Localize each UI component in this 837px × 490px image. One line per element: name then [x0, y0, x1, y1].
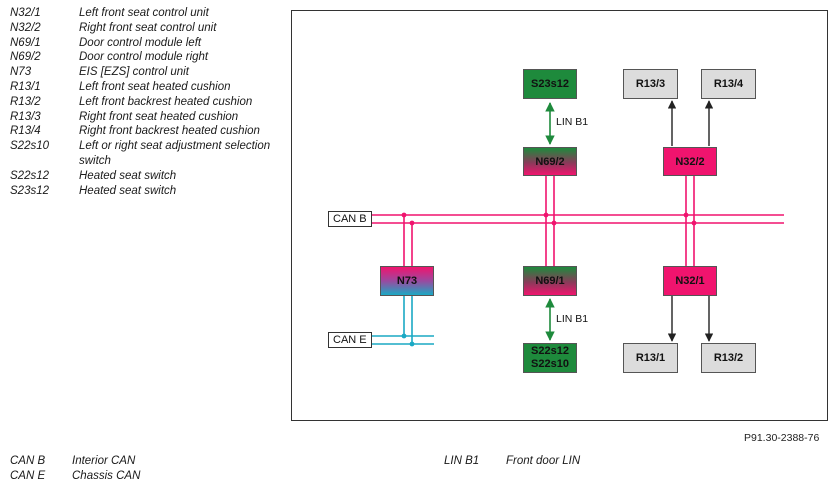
legend-desc: EIS [EZS] control unit — [79, 66, 189, 79]
legend-code: N69/1 — [10, 36, 41, 49]
legend-code: R13/3 — [10, 110, 41, 123]
legend-code: S23s12 — [10, 184, 50, 197]
can-e-label: CAN E — [328, 332, 372, 348]
legend-desc: Heated seat switch — [79, 184, 177, 197]
footnote-desc: Interior CAN — [72, 455, 136, 467]
legend-code: S22s12 — [10, 169, 50, 182]
legend-code: S22s10 — [10, 140, 50, 153]
footnote-code: LIN B1 — [444, 455, 480, 467]
legend-row: R13/1 Left front seat heated cushion — [10, 80, 275, 95]
legend-desc: Left front seat heated cushion — [79, 80, 231, 93]
legend-desc: Door control module right — [79, 51, 209, 64]
diagram-wiring — [328, 100, 784, 347]
legend-desc: Left front seat control unit — [79, 7, 209, 19]
footnote-desc: Chassis CAN — [72, 470, 141, 482]
footnote-row: CAN E Chassis CAN — [10, 469, 140, 484]
legend-code: N69/2 — [10, 51, 41, 64]
node-s22s12-label: S22s12 — [531, 345, 569, 357]
node-n32-1: N32/1 — [663, 266, 717, 296]
node-s22s12-s22s10: S22s12 S22s10 — [523, 343, 577, 373]
legend-code: N32/2 — [10, 21, 41, 34]
legend-row: R13/3 Right front seat heated cushion — [10, 110, 275, 125]
node-r13-1: R13/1 — [623, 343, 678, 373]
can-b-label: CAN B — [328, 211, 372, 227]
legend-desc: Door control module left — [79, 36, 202, 49]
node-n69-2: N69/2 — [523, 147, 577, 176]
footnotes-left: CAN B Interior CAN CAN E Chassis CAN — [10, 454, 140, 484]
footnote-code: CAN B — [10, 455, 46, 467]
legend-code: R13/2 — [10, 95, 41, 108]
network-diagram: CAN B CAN E LIN B1 LIN B1 S23s12 N69/2 N… — [291, 10, 828, 421]
node-r13-3: R13/3 — [623, 69, 678, 99]
legend-desc: Heated seat switch — [79, 169, 177, 182]
node-n69-1: N69/1 — [523, 266, 577, 296]
legend-desc: Left front backrest heated cushion — [79, 95, 253, 108]
legend-row: S23s12 Heated seat switch — [10, 184, 275, 199]
footnote-code: CAN E — [10, 470, 46, 482]
legend-row: N69/1 Door control module left — [10, 36, 275, 51]
legend-row: N73 EIS [EZS] control unit — [10, 65, 275, 80]
lin-b1-label-lower: LIN B1 — [556, 313, 589, 325]
bus-junctions — [401, 212, 697, 347]
n73-can-e-links — [403, 296, 413, 344]
node-r13-4: R13/4 — [701, 69, 756, 99]
lin-b1-label-upper: LIN B1 — [556, 116, 589, 128]
heater-arrows — [667, 100, 714, 342]
footnote-row: LIN B1 Front door LIN — [444, 454, 580, 469]
footnote-row: CAN B Interior CAN — [10, 454, 140, 469]
legend-code: R13/1 — [10, 80, 41, 93]
footnotes-right: LIN B1 Front door LIN — [444, 454, 580, 469]
legend-row: N32/2 Right front seat control unit — [10, 21, 275, 36]
legend-row: N32/1 Left front seat control unit — [10, 6, 275, 21]
node-n32-2: N32/2 — [663, 147, 717, 176]
n73-can-b-links — [403, 215, 413, 266]
legend-row: N69/2 Door control module right — [10, 50, 275, 65]
legend-code: R13/4 — [10, 125, 41, 138]
node-s23s12: S23s12 — [523, 69, 577, 99]
legend-row: R13/2 Left front backrest heated cushion — [10, 95, 275, 110]
node-s22s10-label: S22s10 — [531, 358, 569, 370]
node-r13-2: R13/2 — [701, 343, 756, 373]
legend-row: R13/4 Right front backrest heated cushion — [10, 124, 275, 139]
legend-code: N32/1 — [10, 7, 41, 19]
legend-desc: Right front backrest heated cushion — [79, 125, 260, 138]
figure-reference: P91.30-2388-76 — [744, 432, 820, 444]
legend-row: S22s10 Left or right seat adjustment sele… — [10, 139, 275, 169]
node-n73: N73 — [380, 266, 434, 296]
legend-code: N73 — [10, 66, 32, 79]
legend-desc: Right front seat heated cushion — [79, 110, 239, 123]
legend-desc: Left or right seat adjustment selection … — [79, 140, 271, 167]
legend-desc: Right front seat control unit — [79, 21, 217, 34]
legend-row: S22s12 Heated seat switch — [10, 169, 275, 184]
footnote-desc: Front door LIN — [506, 455, 581, 467]
